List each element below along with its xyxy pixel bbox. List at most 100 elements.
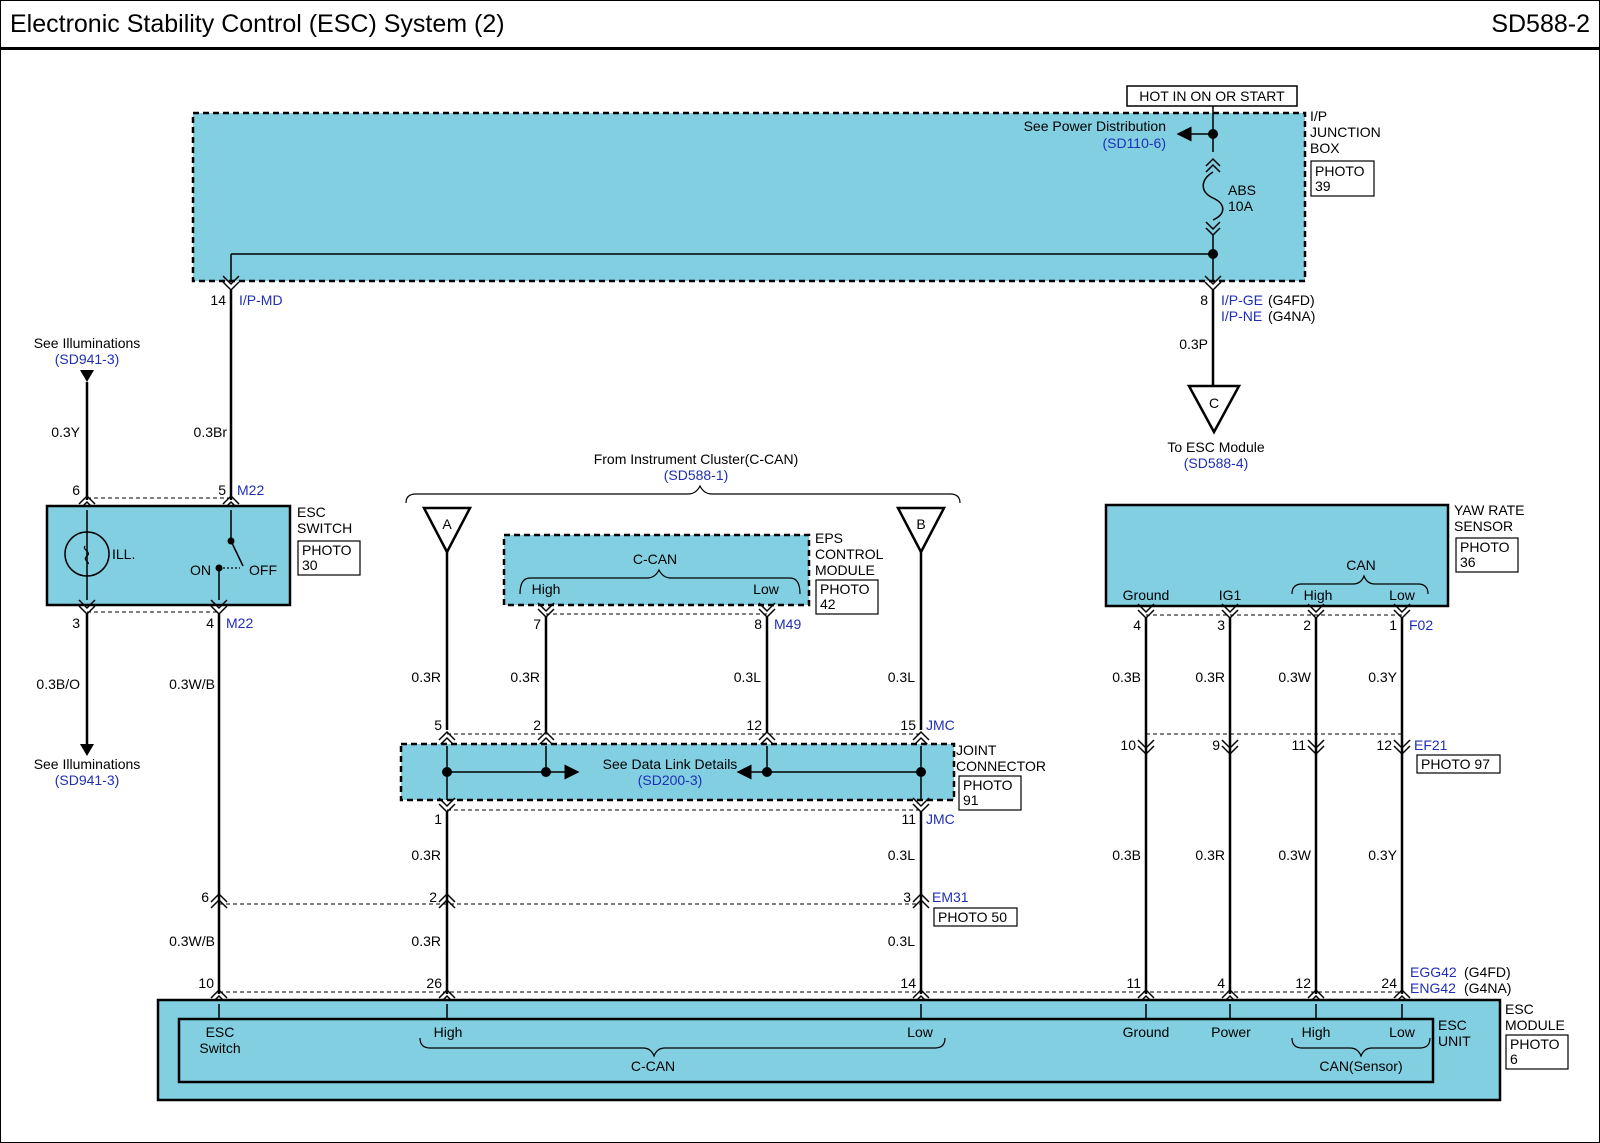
esc-switch-pin-5: 5 (218, 482, 226, 498)
yaw-name-2: SENSOR (1454, 518, 1513, 534)
joint-pin-5: 5 (434, 717, 442, 733)
em31-conn: EM31 (932, 889, 969, 905)
junction-photo-2: 39 (1315, 178, 1331, 194)
yaw-photo-1: PHOTO (1460, 539, 1510, 555)
switch-off-label: OFF (249, 562, 277, 578)
yaw-conn: F02 (1409, 617, 1433, 633)
illum-top-text: See Illuminations (34, 335, 141, 351)
wire-a-low: 0.3R (411, 933, 441, 949)
illum-bottom-ref: (SD941-3) (55, 772, 120, 788)
esc-switch-pin-4: 4 (206, 615, 214, 631)
esc-switch-box (45, 504, 292, 607)
em31-photo: PHOTO 50 (938, 909, 1007, 925)
esc-module-photo-1: PHOTO (1510, 1036, 1560, 1052)
instrument-ref: (SD588-1) (664, 467, 729, 483)
wire-0-3wb-low: 0.3W/B (169, 933, 215, 949)
esc-unit-low: Low (907, 1024, 934, 1040)
yaw-wire-ig1-top: 0.3R (1195, 669, 1225, 685)
esc-unit-name-2: UNIT (1438, 1033, 1471, 1049)
junction-box-name-1: I/P (1310, 108, 1327, 124)
yaw-pin-4: 4 (1133, 617, 1141, 633)
header-bar: Electronic Stability Control (ESC) Syste… (0, 0, 1600, 50)
joint-photo-box (958, 775, 1022, 811)
instrument-text: From Instrument Cluster(C-CAN) (594, 451, 799, 467)
wire-b-low: 0.3L (888, 933, 915, 949)
esc-switch-conn-top: M22 (237, 482, 264, 498)
esc-module-name-2: MODULE (1505, 1017, 1565, 1033)
esc-unit-box (177, 1017, 1435, 1084)
esc-module-photo-2: 6 (1510, 1051, 1518, 1067)
junction-box-name-2: JUNCTION (1310, 124, 1381, 140)
esc-pin-10: 10 (198, 975, 214, 991)
esc-unit-switch-2: Switch (199, 1040, 240, 1056)
diagram-code: SD588-2 (1491, 10, 1590, 38)
esc-unit-sensor-high: High (1302, 1024, 1331, 1040)
yaw-high-label: High (1304, 587, 1333, 603)
eps-module-box (502, 533, 811, 607)
power-distribution-text: See Power Distribution (1024, 118, 1166, 134)
junction-photo-box (1310, 160, 1375, 197)
yaw-low-label: Low (1389, 587, 1416, 603)
ef21-pin-12: 12 (1376, 737, 1392, 753)
power-distribution-ref: (SD110-6) (1102, 135, 1166, 151)
illum-bottom-text: See Illuminations (34, 756, 141, 772)
yaw-ground-label: Ground (1123, 587, 1170, 603)
joint-pin-11: 11 (901, 811, 916, 827)
em31-pin-6: 6 (201, 889, 209, 905)
wire-0-3bo: 0.3B/O (36, 676, 80, 692)
esc-pin-12: 12 (1295, 975, 1311, 991)
em31-pin-2: 2 (429, 889, 437, 905)
yaw-pin-1: 1 (1389, 617, 1397, 633)
illum-top-ref: (SD941-3) (55, 351, 120, 367)
joint-name-2: CONNECTOR (956, 758, 1046, 774)
hot-label-box (1126, 85, 1298, 107)
conn-ip-ne-note: (G4NA) (1268, 308, 1315, 324)
junction-photo-1: PHOTO (1315, 163, 1365, 179)
eps-pin-8: 8 (754, 616, 762, 632)
esc-unit-can-sensor: CAN(Sensor) (1319, 1058, 1402, 1074)
ef21-photo: PHOTO 97 (1421, 756, 1490, 772)
yaw-wire-low-bot: 0.3Y (1368, 847, 1397, 863)
joint-photo-1: PHOTO (963, 777, 1013, 793)
wire-eps-low: 0.3L (734, 669, 761, 685)
eps-bus-label: C-CAN (633, 551, 677, 567)
yaw-wire-ground-bot: 0.3B (1112, 847, 1141, 863)
wire-a-mid: 0.3R (411, 847, 441, 863)
esc-unit-ccan: C-CAN (631, 1058, 675, 1074)
esc-unit-high: High (434, 1024, 463, 1040)
eps-conn: M49 (774, 616, 801, 632)
joint-conn-top: JMC (926, 717, 955, 733)
conn-ip-md: I/P-MD (239, 292, 283, 308)
wire-eps-high: 0.3R (510, 669, 540, 685)
connector-b-letter: B (916, 516, 925, 532)
to-esc-text: To ESC Module (1167, 439, 1264, 455)
esc-pin-24: 24 (1381, 975, 1397, 991)
yaw-wire-high-top: 0.3W (1278, 669, 1311, 685)
pin-14: 14 (210, 292, 226, 308)
yaw-pin-3: 3 (1217, 617, 1225, 633)
esc-unit-name-1: ESC (1438, 1017, 1467, 1033)
esc-unit-sensor-low: Low (1389, 1024, 1416, 1040)
connector-a-triangle (421, 506, 473, 555)
joint-pin-15: 15 (900, 717, 916, 733)
em31-photo-box (933, 907, 1018, 927)
wire-0-3y: 0.3Y (51, 424, 80, 440)
yaw-can-label: CAN (1346, 557, 1376, 573)
esc-conn-eng42: ENG42 (1410, 980, 1456, 996)
esc-pin-14: 14 (900, 975, 916, 991)
switch-contact (230, 540, 244, 567)
wire-0-3br: 0.3Br (194, 424, 228, 440)
to-esc-ref: (SD588-4) (1184, 455, 1249, 471)
eps-photo-box (815, 579, 879, 615)
junction-box-name-3: BOX (1310, 140, 1340, 156)
esc-switch-pin-6: 6 (72, 482, 80, 498)
esc-switch-conn-bot: M22 (226, 615, 253, 631)
esc-pin-11: 11 (1126, 975, 1141, 991)
eps-pin-7: 7 (533, 616, 541, 632)
connector-a-letter: A (442, 516, 452, 532)
esc-switch-name-1: ESC (297, 504, 326, 520)
illumination-lamp-icon (64, 531, 110, 577)
yaw-ig1-label: IG1 (1219, 587, 1242, 603)
yaw-photo-2: 36 (1460, 554, 1476, 570)
conn-ip-ge: I/P-GE (1221, 292, 1263, 308)
